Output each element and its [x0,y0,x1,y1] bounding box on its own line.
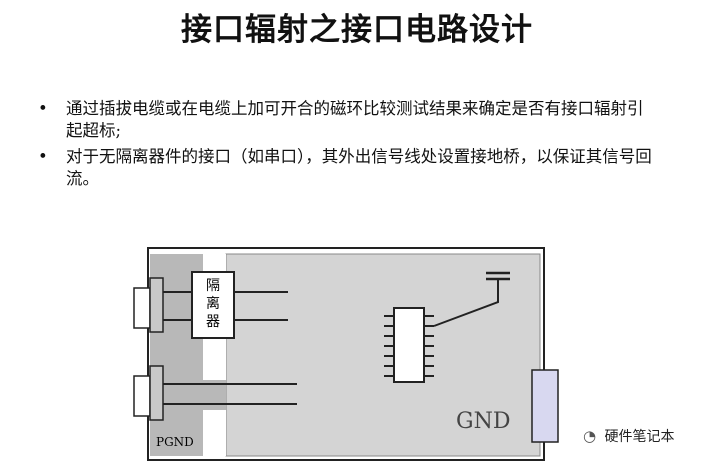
bullet-text: 通过插拔电缆或在电缆上加可开合的磁环比较测试结果来确定是否有接口辐射引起超标; [66,99,644,140]
bullet-list: • 通过插拔电缆或在电缆上加可开合的磁环比较测试结果来确定是否有接口辐射引起超标… [38,98,658,194]
interface-circuit-diagram: 隔 离 器 PGND GND [133,247,559,461]
ic-chip [393,307,425,383]
capacitor-trace [433,279,499,327]
connector-left-2-shell [133,375,151,417]
bullet-text: 对于无隔离器件的接口（如串口），其外出信号线处设置接地桥，以保证其信号回流。 [66,147,652,188]
brand-watermark: ◔ 硬件笔记本 [583,426,675,446]
bullet-marker: • [38,147,48,166]
ground-bridge [203,380,226,410]
bullet-item: • 通过插拔电缆或在电缆上加可开合的磁环比较测试结果来确定是否有接口辐射引起超标… [38,98,658,142]
gnd-plane [225,253,541,457]
connector-right [531,369,559,443]
brand-name: 硬件笔记本 [604,429,675,445]
ic-pins-left [384,315,394,377]
ic-pins-right [424,315,434,377]
connector-left-2 [149,365,164,421]
isolator-char: 器 [206,314,220,330]
bullet-item: • 对于无隔离器件的接口（如串口），其外出信号线处设置接地桥，以保证其信号回流。 [38,146,658,190]
connector-left-1 [149,277,164,333]
bullet-marker: • [38,99,48,118]
isolator-box [191,271,235,339]
connector-left-1-shell [133,287,151,329]
pgnd-label: PGND [156,435,194,449]
gnd-label: GND [456,409,510,434]
isolator-char: 离 [206,295,220,312]
page-title: 接口辐射之接口电路设计 [181,12,533,48]
isolator-char: 隔 [206,278,220,294]
wechat-icon: ◔ [583,427,597,445]
